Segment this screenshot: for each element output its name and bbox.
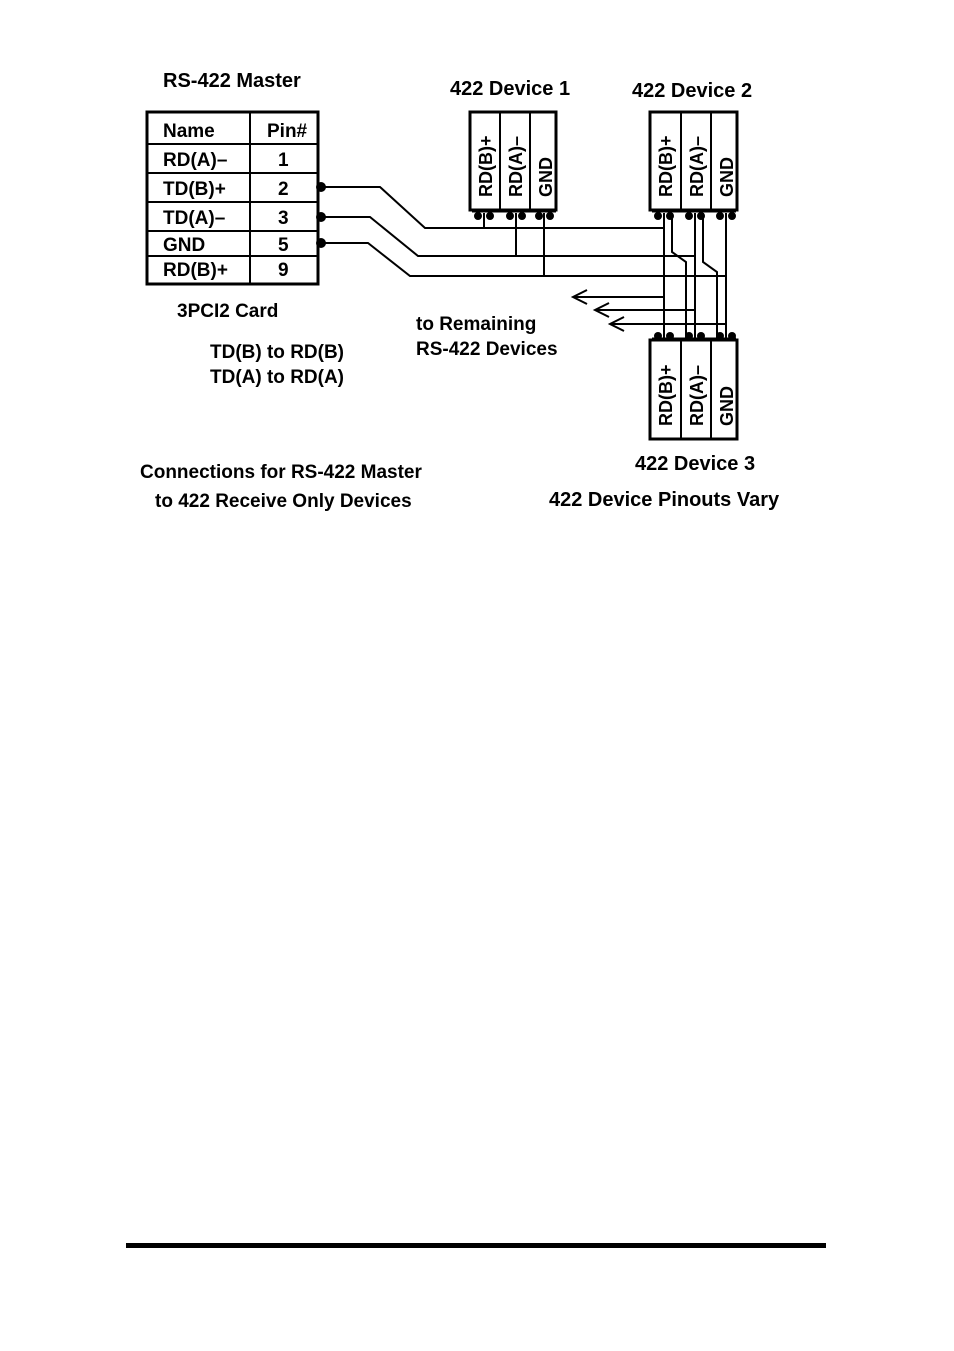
- device-1-title: 422 Device 1: [450, 78, 570, 100]
- pinout-note: 422 Device Pinouts Vary: [549, 489, 780, 511]
- caption-line2: to 422 Receive Only Devices: [155, 491, 412, 512]
- device-1-pin-rdb: RD(B)+: [476, 136, 496, 198]
- wire-tda: [318, 216, 695, 257]
- device-3-pin-rda: RD(A)–: [687, 365, 707, 426]
- table-row-pin: 9: [278, 260, 289, 281]
- remaining-note-line2: RS-422 Devices: [416, 339, 558, 360]
- table-row-name: GND: [163, 235, 205, 256]
- device-1-pin-gnd: GND: [536, 157, 556, 197]
- master-pin-table: Name Pin# RD(A)– 1 TD(B)+ 2 TD(A)– 3 GND…: [145, 110, 320, 286]
- wire-gnd: [318, 242, 726, 277]
- device-2-pin-rdb: RD(B)+: [656, 136, 676, 198]
- device-2-title: 422 Device 2: [632, 80, 752, 102]
- table-row-name: RD(B)+: [163, 260, 228, 281]
- device-3-pin-gnd: GND: [717, 386, 737, 426]
- device-2-connector: RD(B)+ RD(A)– GND: [648, 110, 739, 213]
- master-title: RS-422 Master: [163, 70, 301, 92]
- device-2-pin-rda: RD(A)–: [687, 136, 707, 197]
- remaining-note-line1: to Remaining: [416, 314, 536, 335]
- table-row-name: RD(A)–: [163, 150, 227, 171]
- footer-rule: [126, 1243, 826, 1248]
- table-row-name: TD(B)+: [163, 179, 226, 200]
- table-header-pin: Pin#: [267, 121, 308, 142]
- mapping-note-b: TD(B) to RD(B): [210, 342, 344, 363]
- device-1-pin-rda: RD(A)–: [506, 136, 526, 197]
- device-3-title: 422 Device 3: [635, 453, 755, 475]
- table-row-pin: 1: [278, 150, 289, 171]
- device-3-pin-rdb: RD(B)+: [656, 365, 676, 427]
- wires: [318, 186, 727, 338]
- table-row-name: TD(A)–: [163, 208, 225, 229]
- table-row-pin: 2: [278, 179, 289, 200]
- mapping-note-a: TD(A) to RD(A): [210, 367, 344, 388]
- caption-line1: Connections for RS-422 Master: [140, 462, 422, 483]
- table-header-name: Name: [163, 121, 215, 142]
- device-3-connector: RD(B)+ RD(A)– GND: [648, 337, 739, 441]
- device-1-connector: RD(B)+ RD(A)– GND: [468, 110, 558, 213]
- table-row-pin: 5: [278, 235, 289, 256]
- table-row-pin: 3: [278, 208, 289, 229]
- card-label: 3PCI2 Card: [177, 301, 278, 322]
- device-2-pin-gnd: GND: [717, 157, 737, 197]
